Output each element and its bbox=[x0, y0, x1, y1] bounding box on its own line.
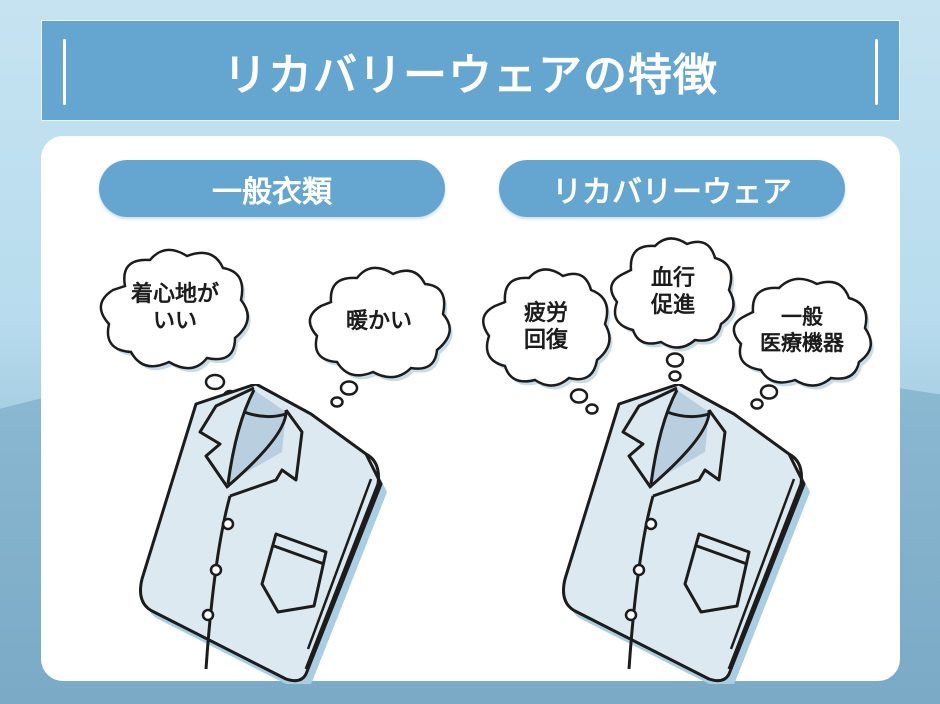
bubble-text-line: 着心地が bbox=[130, 281, 219, 307]
bubble-text-line: 医療機器 bbox=[760, 331, 844, 355]
bubble-text-line: 暖かい bbox=[345, 309, 412, 335]
title-right-bar bbox=[875, 39, 878, 105]
bubble-text-line: 促進 bbox=[650, 293, 695, 318]
bubble-text-line: 回復 bbox=[523, 328, 568, 353]
bubble-text-line: 疲労 bbox=[523, 300, 568, 326]
comparison-card: 一般衣類 リカバリーウェア 着心地が いい 暖かい bbox=[41, 136, 900, 689]
folded-shirt-general-clothing bbox=[136, 382, 426, 689]
thought-cloud-icon bbox=[732, 277, 874, 410]
column-header-recovery-wear: リカバリーウェア bbox=[499, 160, 845, 217]
thought-cloud-icon bbox=[308, 266, 453, 408]
bubble-text-line: 一般 bbox=[781, 304, 823, 329]
page-title: リカバリーウェアの特徴 bbox=[223, 49, 718, 101]
folded-shirt-icon bbox=[139, 382, 387, 689]
thought-bubble-warm: 暖かい bbox=[303, 264, 453, 408]
title-left-bar bbox=[63, 39, 66, 105]
folded-shirt-recovery-wear bbox=[559, 382, 849, 689]
column-header-general-clothing: 一般衣類 bbox=[99, 160, 445, 217]
bubble-text-line: 血行 bbox=[650, 265, 695, 291]
thought-cloud-icon bbox=[482, 268, 613, 415]
thought-bubble-comfortable: 着心地が いい bbox=[95, 246, 251, 403]
bubble-text-line: いい bbox=[152, 309, 197, 334]
title-banner: リカバリーウェアの特徴 bbox=[41, 20, 900, 121]
thought-cloud-icon bbox=[610, 237, 737, 382]
folded-shirt-icon bbox=[562, 382, 810, 689]
